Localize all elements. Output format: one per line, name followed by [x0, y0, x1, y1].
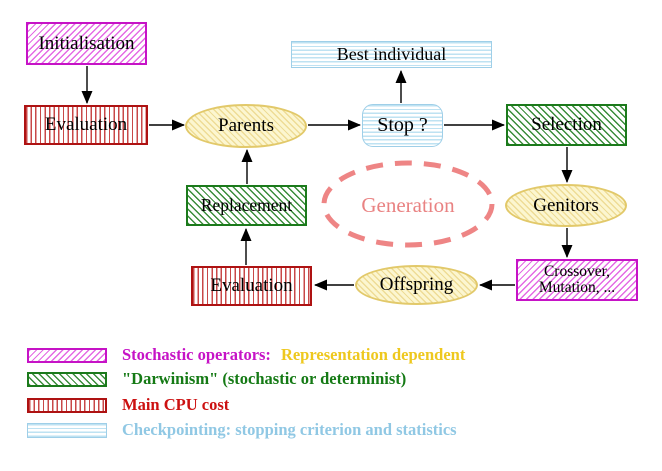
legend-row-darwinism: "Darwinism" (stochastic or determinist): [27, 369, 407, 388]
node-best-individual: Best individual: [291, 41, 492, 68]
node-evaluation-top: Evaluation: [24, 105, 148, 145]
crossover-line1: Crossover,: [543, 262, 611, 280]
legend-label-darwinism: "Darwinism" (stochastic or determinist): [122, 369, 407, 388]
legend-label-cpu: Main CPU cost: [122, 395, 230, 414]
node-replacement: Replacement: [186, 185, 307, 226]
legend-label-representation: Representation dependent: [280, 345, 466, 364]
node-initialisation: Initialisation: [26, 22, 147, 65]
node-stop: Stop ?: [362, 104, 443, 147]
legend-label-checkpointing: Checkpointing: stopping criterion and st…: [122, 420, 457, 439]
legend-label-stochastic: Stochastic operators:: [122, 345, 271, 364]
legend-swatch-red-stripes: [27, 397, 107, 413]
node-crossover-mutation: Crossover, Mutation, ...: [516, 259, 638, 301]
generation-label: Generation: [361, 193, 455, 217]
legend-row-stochastic: Stochastic operators: Representation dep…: [27, 345, 466, 364]
node-selection: Selection: [506, 104, 627, 146]
legend-swatch-green-hatch: [27, 371, 107, 387]
legend-row-cpu: Main CPU cost: [27, 395, 230, 414]
node-genitors: Genitors: [505, 184, 627, 227]
legend-swatch-cyan-stripes: [27, 422, 107, 438]
node-evaluation-bottom: Evaluation: [191, 266, 312, 306]
node-offspring: Offspring: [355, 265, 478, 305]
crossover-line2: Mutation, ...: [538, 279, 616, 296]
generation-dashed-ellipse: [321, 160, 495, 248]
legend-swatch-magenta-hatch: [27, 347, 107, 363]
node-parents: Parents: [185, 104, 307, 148]
legend-row-checkpointing: Checkpointing: stopping criterion and st…: [27, 420, 457, 439]
